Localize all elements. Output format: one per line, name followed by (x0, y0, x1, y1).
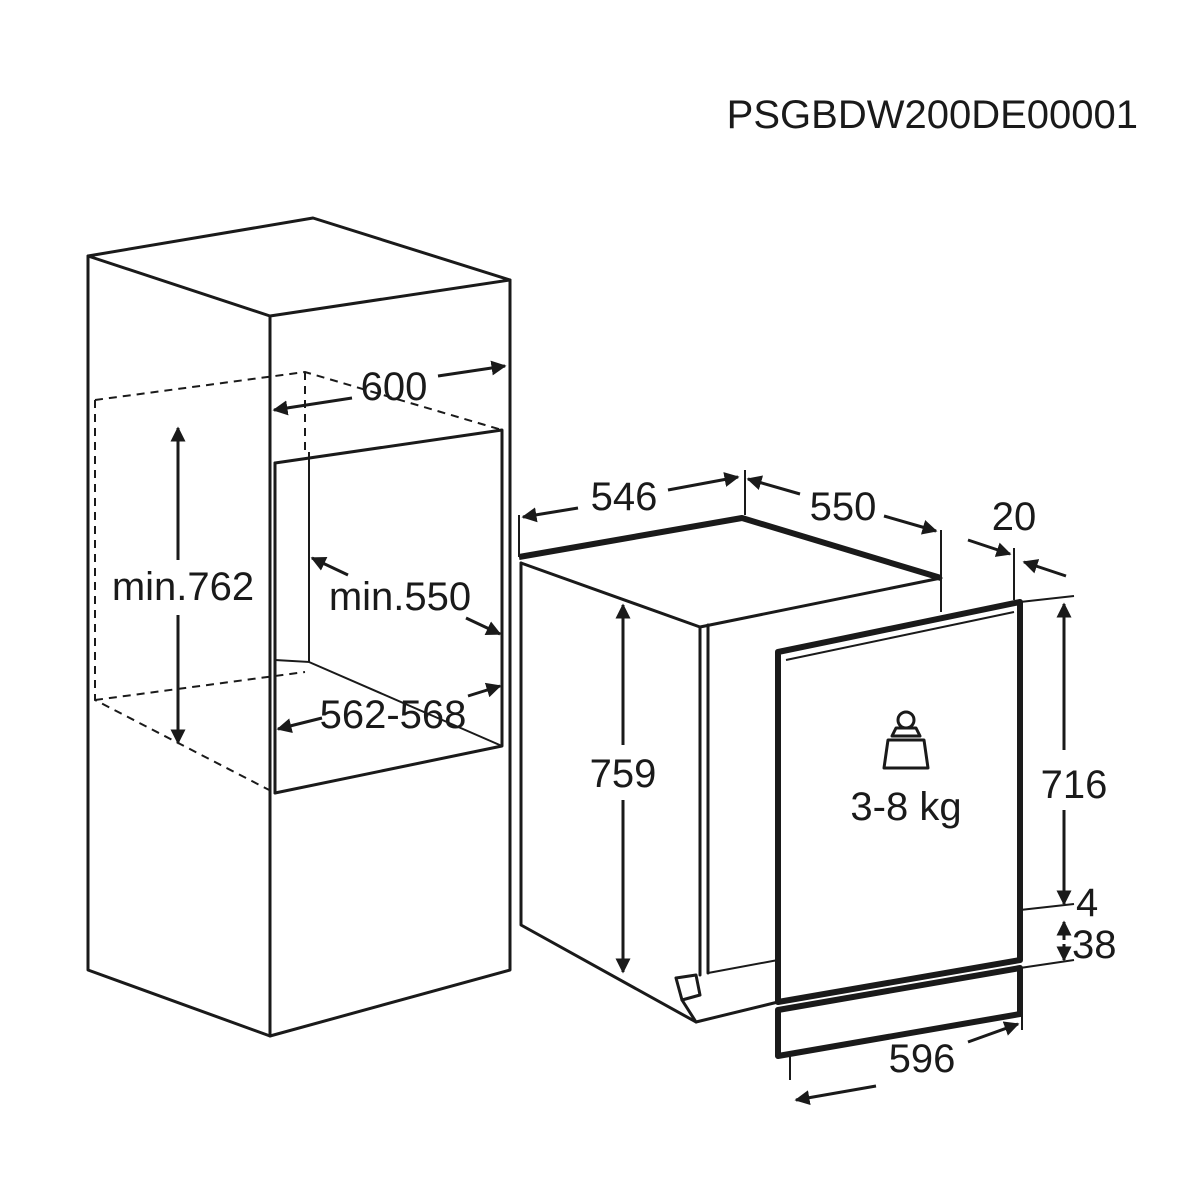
cabinet-width-label: 600 (361, 365, 428, 409)
appliance-height-label: 759 (590, 752, 657, 796)
cabinet-width-dimension-line (272, 396, 353, 416)
door-height-label: 716 (1041, 763, 1108, 807)
door-gap-label: 4 (1076, 881, 1098, 925)
door-thickness-label: 20 (992, 495, 1037, 539)
door-weight-label: 3-8 kg (850, 785, 961, 829)
niche-depth-dimension-line (310, 556, 349, 577)
door-panel (775, 599, 1023, 1059)
niche-width-dimension-line (276, 716, 323, 734)
cabinet (86, 216, 512, 1038)
plinth-label: 38 (1072, 923, 1117, 967)
dishwasher-appliance (518, 515, 943, 1024)
niche-width-label: 562-568 (320, 693, 467, 737)
door-width-dimension-line (794, 1084, 877, 1106)
drawing-code: PSGBDW200DE00001 (727, 93, 1138, 137)
appliance-depth-dimension-line (521, 506, 579, 523)
depth-with-door-dimension-line (746, 475, 801, 496)
appliance-depth-label: 546 (591, 475, 658, 519)
depth-with-door-label: 550 (810, 485, 877, 529)
weight-icon (882, 710, 930, 770)
door-width-label: 596 (889, 1037, 956, 1081)
niche-height-label: min.762 (112, 565, 254, 609)
door-thickness-dimension-line (967, 538, 1012, 557)
niche-depth-label: min.550 (329, 575, 471, 619)
